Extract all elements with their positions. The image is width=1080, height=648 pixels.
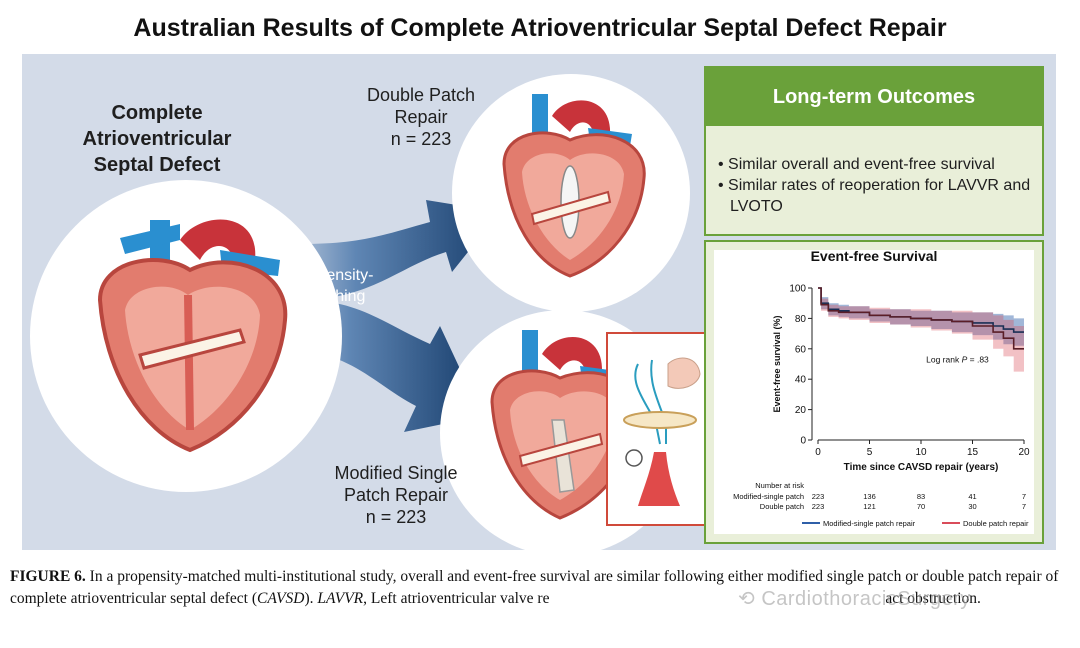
log-rank-annotation: Log rank P = .83 <box>926 354 989 364</box>
caption-text-1: In a propensity-matched multi-institutio… <box>10 568 1059 607</box>
risk-table-title: Number at risk <box>755 481 804 490</box>
x-tick-label: 5 <box>867 447 873 458</box>
legend-label-2: Double patch repair <box>963 519 1029 528</box>
y-tick-label: 40 <box>795 375 807 386</box>
risk-table-value: 121 <box>863 502 876 511</box>
km-chart: Event-free Survival 0 20 40 60 80 100 0 5 10 15 20… <box>714 248 1034 534</box>
y-tick-label: 20 <box>795 405 807 416</box>
watermark: ⟲ CardiothoracicSurgery <box>738 588 971 610</box>
outcomes-bullet-1: • Similar overall and event-free surviva… <box>718 156 995 173</box>
outcomes-header: Long-term Outcomes <box>706 68 1042 126</box>
double-patch-n: n = 223 <box>390 129 452 149</box>
x-tick-label: 10 <box>915 447 927 458</box>
chart-title: Event-free Survival <box>811 248 938 264</box>
risk-table-row-label: Double patch <box>760 502 804 511</box>
caption-abbr-cavsd: CAVSD <box>257 590 305 607</box>
patch-detail-icon <box>623 357 701 506</box>
heart-icon <box>97 219 288 453</box>
double-patch-label: Double Patch Repair n = 223 <box>350 84 492 150</box>
risk-table-value: 223 <box>812 492 825 501</box>
watermark-text: CardiothoracicSurgery <box>761 588 971 610</box>
event-free-survival-chart-box: Event-free Survival 0 20 40 60 80 100 0 5 10 15 20… <box>704 240 1044 544</box>
risk-table-value: 30 <box>968 502 976 511</box>
y-tick-label: 0 <box>800 436 806 447</box>
y-tick-label: 80 <box>795 314 807 325</box>
risk-table-row-label: Modified-single patch <box>733 492 804 501</box>
caption-abbr-lavvr: LAVVR <box>317 590 364 607</box>
heart-icon <box>490 330 638 520</box>
cavsd-label: Complete Atrioventricular Septal Defect <box>52 100 262 178</box>
ci-band-1 <box>818 288 1024 346</box>
risk-table-value: 7 <box>1022 502 1026 511</box>
caption-text-4: act obstruction. <box>885 590 981 607</box>
cavsd-label-line-1: Complete <box>111 102 203 124</box>
surgical-detail-inset <box>606 332 718 526</box>
x-axis-label: Time since CAVSD repair (years) <box>844 462 999 473</box>
double-patch-label-line-2: Repair <box>394 107 448 127</box>
outcomes-bullet-list: • Similar overall and event-free surviva… <box>718 154 1038 217</box>
figure-label: FIGURE 6. <box>10 568 86 585</box>
heart-illustration-cavsd <box>30 180 342 492</box>
page-title: Australian Results of Complete Atriovent… <box>133 14 947 42</box>
figure-caption: FIGURE 6. In a propensity-matched multi-… <box>10 566 1072 610</box>
single-patch-label-line-2: Patch Repair <box>343 485 449 505</box>
x-tick-label: 20 <box>1018 447 1030 458</box>
risk-table-value: 83 <box>917 492 925 501</box>
risk-table-value: 41 <box>968 492 976 501</box>
x-tick-label: 0 <box>815 447 821 458</box>
risk-table-value: 223 <box>812 502 825 511</box>
x-tick-label: 15 <box>967 447 979 458</box>
cavsd-label-line-3: Septal Defect <box>93 154 221 176</box>
y-tick-label: 100 <box>789 284 806 295</box>
y-axis-label: Event-free survival (%) <box>772 315 782 412</box>
caption-text-3: , Left atrioventricular valve re <box>363 590 550 607</box>
y-tick-label: 60 <box>795 344 807 355</box>
legend-label-1: Modified-single patch repair <box>823 519 916 528</box>
series-line-2 <box>818 287 1024 350</box>
arrow-to-double-patch <box>278 200 500 300</box>
cavsd-label-line-2: Atrioventricular <box>82 128 232 150</box>
caption-text-2: ). <box>304 590 318 607</box>
heart-icon <box>502 94 646 278</box>
risk-table-value: 7 <box>1022 492 1026 501</box>
heart-illustration-double-patch <box>452 74 690 312</box>
long-term-outcomes-box: Long-term Outcomes • Similar overall and… <box>704 66 1044 236</box>
chart-background <box>714 250 1034 534</box>
single-patch-n: n = 223 <box>365 507 427 527</box>
single-patch-label: Modified Single Patch Repair n = 223 <box>318 462 474 528</box>
outcomes-bullet-2: • Similar rates of reoperation for LAVVR… <box>718 177 1031 215</box>
double-patch-label-line-1: Double Patch <box>366 85 476 105</box>
outcomes-bullet-1-text: Similar overall and event-free survival <box>728 156 995 173</box>
risk-table-value: 70 <box>917 502 925 511</box>
single-patch-label-line-1: Modified Single <box>334 463 458 483</box>
risk-table-value: 136 <box>863 492 876 501</box>
outcomes-bullet-2-text: Similar rates of reoperation for LAVVR a… <box>728 177 1031 215</box>
